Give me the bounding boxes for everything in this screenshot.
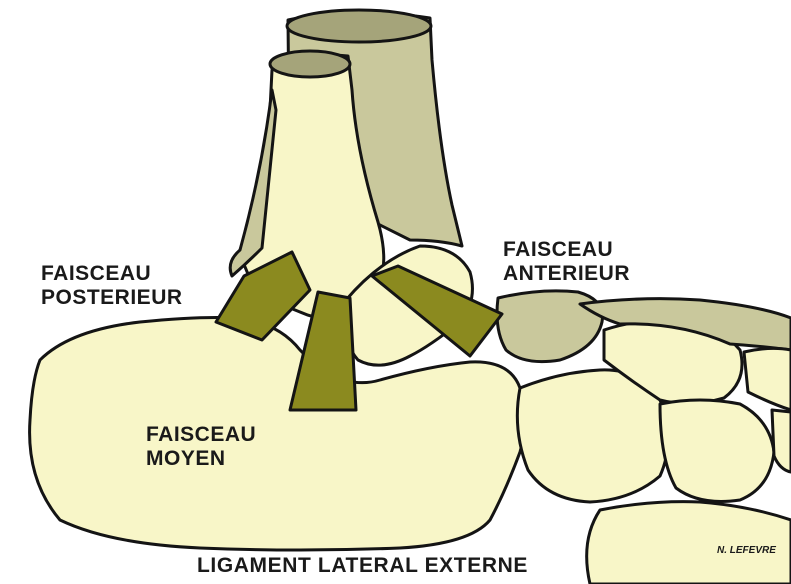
anterior-label-line-2: ANTERIEUR — [503, 262, 630, 286]
calcaneus-bone — [30, 318, 525, 551]
anterior-label-line-1: FAISCEAU — [503, 238, 630, 262]
navicular-bone — [497, 291, 603, 362]
anterior-fascicle-label: FAISCEAU ANTERIEUR — [503, 238, 630, 286]
posterior-label-line-2: POSTERIEUR — [41, 286, 183, 310]
diagram-title: LIGAMENT LATERAL EXTERNE — [197, 554, 528, 578]
metatarsal-bone-3 — [772, 410, 791, 472]
posterior-fascicle-label: FAISCEAU POSTERIEUR — [41, 262, 183, 310]
tibia-top-surface — [287, 10, 431, 42]
posterior-label-line-1: FAISCEAU — [41, 262, 183, 286]
middle-label-line-2: MOYEN — [146, 447, 256, 471]
cuneiform-bone-2 — [660, 400, 774, 502]
author-signature: N. LEFEVRE — [717, 545, 776, 557]
metatarsal-bone-2 — [744, 348, 791, 410]
metatarsal-base — [587, 502, 791, 584]
middle-fascicle-label: FAISCEAU MOYEN — [146, 423, 256, 471]
middle-label-line-1: FAISCEAU — [146, 423, 256, 447]
fibula-top-surface — [270, 51, 350, 77]
